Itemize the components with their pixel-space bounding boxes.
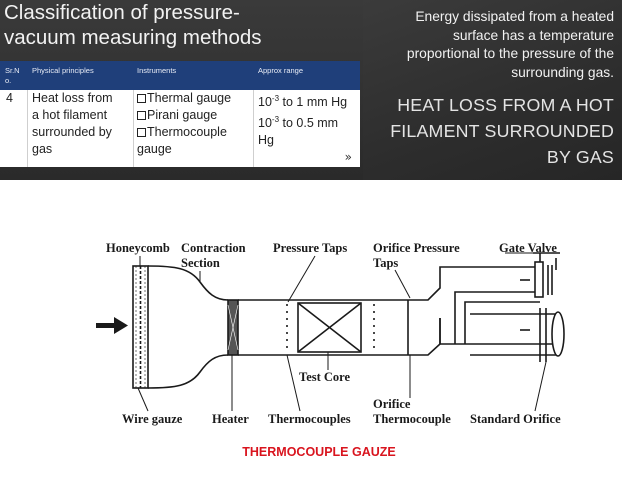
leader-orifice-taps [394,269,411,299]
range-base: 10 [258,116,272,131]
checkbox-bullet-icon [137,94,146,103]
column-divider [133,90,134,167]
header-srno-line-2: o. [5,76,12,85]
range-exponent: -3 [271,94,280,103]
cell-srno: 4 [6,91,13,105]
cell-range: 10-3 to 1 mm Hg 10-3 to 0.5 mm Hg [258,90,347,149]
label-contraction: Contraction [181,241,246,255]
label-orifice-thermocouple: Thermocouple [373,412,451,426]
label-heater: Heater [212,412,249,426]
principle-line: a hot filament [32,108,108,122]
table-header: Sr.N o. Physical principles Instruments … [0,61,360,90]
contraction-section [147,265,229,301]
heading-line: HEAT LOSS FROM A HOT [397,95,614,115]
contraction-section-lower [147,354,229,389]
energy-line: surface has a temperature [452,27,614,43]
label-pressure-taps: Pressure Taps [273,241,347,255]
label-honeycomb: Honeycomb [106,241,170,255]
principle-line: Heat loss from [32,91,113,105]
heat-loss-slide: Energy dissipated from a heated surface … [363,0,622,180]
label-wire-gauze: Wire gauze [122,412,183,426]
gate-valve [520,252,560,298]
header-instruments: Instruments [137,66,177,75]
range-line-2: 10-3 to 0.5 mm [258,111,347,132]
outlet-pipe [439,318,555,345]
instrument-wrap: gauge [137,142,172,156]
leader-pressure-taps [287,255,316,303]
expansion-upper [412,282,441,301]
cell-principle: Heat loss from a hot filament surrounded… [32,90,113,158]
leader-wire-gauze [137,387,149,412]
checkbox-bullet-icon [137,128,146,137]
column-divider [27,90,28,167]
table-row: 4 Heat loss from a hot filament surround… [0,90,360,167]
heater [227,299,239,356]
range-rest: to 1 mm Hg [279,95,348,110]
label-section: Section [181,256,220,270]
heat-loss-heading: HEAT LOSS FROM A HOT FILAMENT SURROUNDED… [364,92,614,170]
header-principles: Physical principles [32,66,94,75]
return-pipe-outer [439,266,535,282]
instrument-item: Thermocouple [137,124,231,141]
return-pipe-inner-2 [464,301,540,344]
instrument-label: Thermal gauge [147,91,232,105]
range-base: 10 [258,95,272,110]
flow-arrow-icon [96,317,128,334]
cell-instruments: Thermal gauge Pirani gauge Thermocouple … [137,90,231,158]
slide-title-line-1: Classification of pressure- [4,1,240,24]
label-orifice-pressure: Orifice Pressure [373,241,460,255]
leader-thermocouples [286,354,301,412]
instrument-label: Pirani gauge [147,108,218,122]
classification-slide: Classification of pressure- vacuum measu… [0,0,363,180]
checkbox-bullet-icon [137,111,146,120]
column-divider [253,90,254,167]
heading-line: BY GAS [546,147,614,167]
header-srno: Sr.N o. [5,66,20,86]
label-thermocouples: Thermocouples [268,412,351,426]
range-line-1: 10-3 to 1 mm Hg [258,90,347,111]
header-srno-line-1: Sr.N [5,66,20,75]
range-exponent: -3 [271,115,280,125]
double-chevron-right-icon[interactable]: » [344,150,352,164]
energy-line: proportional to the pressure of the [406,46,614,61]
label-taps: Taps [373,256,398,270]
label-orifice: Orifice [373,397,411,411]
energy-description: Energy dissipated from a heated surface … [364,8,614,82]
label-gate-valve: Gate Valve [499,241,557,255]
expansion-lower [412,318,441,356]
instrument-label: Thermocouple [147,125,227,139]
range-rest: to 0.5 mm [279,116,339,131]
test-core [297,302,362,353]
energy-line: surrounding gas. [511,64,614,80]
principle-line: gas [32,142,53,156]
header-range: Approx range [258,66,304,75]
principle-line: surrounded by [32,125,112,139]
label-test-core: Test Core [299,370,350,384]
instrument-item: Pirani gauge [137,107,231,124]
leader-standard-orifice [534,361,547,412]
heading-line: FILAMENT SURROUNDED [390,121,614,141]
slide-title-line-2: vacuum measuring methods [4,26,262,49]
flow-apparatus-diagram: Honeycomb Contraction Section Pressure T… [96,241,565,426]
instrument-item: Thermal gauge [137,90,231,107]
return-pipe-inner [454,291,535,344]
diagram-caption: THERMOCOUPLE GAUZE [242,445,396,459]
label-standard-orifice: Standard Orifice [470,412,561,426]
standard-orifice [470,308,565,362]
energy-line: Energy dissipated from a heated [415,9,614,24]
honeycomb [132,265,149,389]
slide-title: Classification of pressure- vacuum measu… [4,0,359,50]
range-line-3: Hg [258,133,274,148]
